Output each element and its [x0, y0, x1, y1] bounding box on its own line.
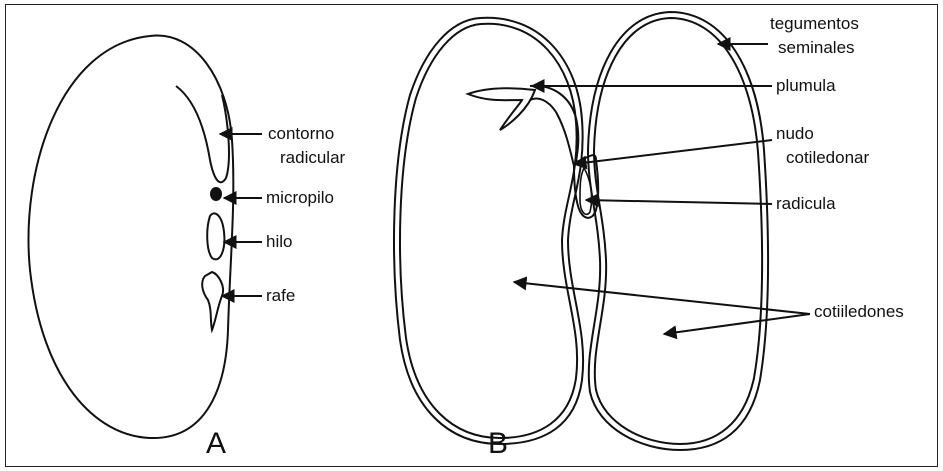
- label-radicula: radicula: [776, 194, 836, 214]
- label-radicular: radicular: [280, 148, 345, 168]
- figure-b-letter: B: [488, 428, 508, 460]
- label-tegumentos: tegumentos: [770, 14, 859, 34]
- label-cotiledonar: cotiledonar: [786, 148, 869, 168]
- raphe: [202, 272, 223, 330]
- pointer-radicula: [586, 200, 772, 204]
- figure-a-letter: A: [206, 428, 226, 460]
- label-rafe: rafe: [266, 286, 295, 306]
- micropyle: [210, 187, 222, 201]
- label-contorno: contorno: [268, 124, 334, 144]
- label-micropilo: micropilo: [266, 188, 334, 208]
- hilum: [207, 213, 224, 259]
- label-seminales: seminales: [778, 38, 855, 58]
- label-plumula: plumula: [776, 76, 836, 96]
- label-cotiledones: cotiiledones: [814, 302, 904, 322]
- seed-a-outline: [29, 36, 234, 439]
- plumule: [468, 88, 535, 130]
- pointer-cotiledones-left: [514, 282, 810, 314]
- label-hilo: hilo: [266, 232, 292, 252]
- left-cotyledon: [394, 18, 583, 444]
- right-cotyledon: [588, 12, 768, 450]
- label-nudo: nudo: [776, 124, 814, 144]
- pointer-nudo: [574, 140, 772, 164]
- pointer-cotiledones-right: [664, 314, 810, 334]
